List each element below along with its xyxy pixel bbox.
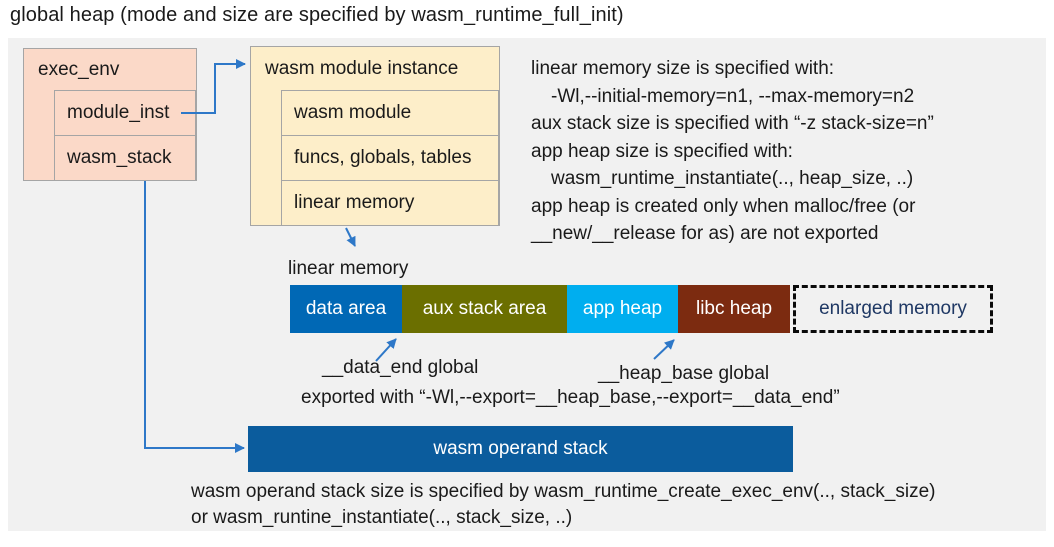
module-instance-row-funcs-globals-tables: funcs, globals, tables	[281, 135, 499, 181]
exec-env-header: exec_env	[38, 59, 120, 80]
exec-env-row-module-inst: module_inst	[54, 90, 196, 136]
module-instance-row-wasm-module: wasm module	[281, 90, 499, 136]
exec-env-box: exec_env module_inst wasm_stack	[23, 48, 197, 181]
wasm-operand-stack-bar: wasm operand stack	[248, 426, 793, 472]
memory-size-notes: linear memory size is specified with: -W…	[531, 55, 934, 248]
segment-libc-heap: libc heap	[678, 285, 790, 333]
linear-memory-label: linear memory	[288, 258, 409, 279]
module-instance-box: wasm module instance wasm module funcs, …	[250, 46, 500, 226]
note-line: __new/__release for as) are not exported	[531, 223, 879, 244]
segment-data-area: data area	[290, 285, 402, 333]
note-line: wasm_runtime_instantiate(.., heap_size, …	[551, 168, 914, 189]
diagram-title: global heap (mode and size are specified…	[10, 4, 624, 26]
note-line: -Wl,--initial-memory=n1, --max-memory=n2	[551, 85, 915, 107]
data-end-global-label: __data_end global	[322, 357, 479, 378]
segment-app-heap: app heap	[567, 285, 678, 333]
export-flags-label: exported with “-Wl,--export=__heap_base,…	[301, 387, 840, 408]
module-instance-row-linear-memory: linear memory	[281, 180, 499, 226]
note-line: wasm operand stack size is specified by …	[191, 481, 936, 502]
operand-stack-notes: wasm operand stack size is specified by …	[191, 479, 936, 530]
segment-enlarged-memory: enlarged memory	[793, 285, 993, 333]
segment-aux-stack-area: aux stack area	[402, 285, 567, 333]
note-line: app heap size is specified with:	[531, 140, 793, 162]
exec-env-row-wasm-stack: wasm_stack	[54, 135, 196, 181]
note-line: linear memory size is specified with:	[531, 58, 835, 79]
module-instance-header: wasm module instance	[265, 58, 459, 79]
heap-base-global-label: __heap_base global	[598, 363, 770, 384]
linear-memory-bar: data area aux stack area app heap libc h…	[290, 285, 993, 333]
note-line: or wasm_runtine_instantiate(.., stack_si…	[191, 506, 573, 528]
note-line: aux stack size is specified with “-z sta…	[531, 113, 934, 134]
note-line: app heap is created only when malloc/fre…	[531, 195, 916, 217]
